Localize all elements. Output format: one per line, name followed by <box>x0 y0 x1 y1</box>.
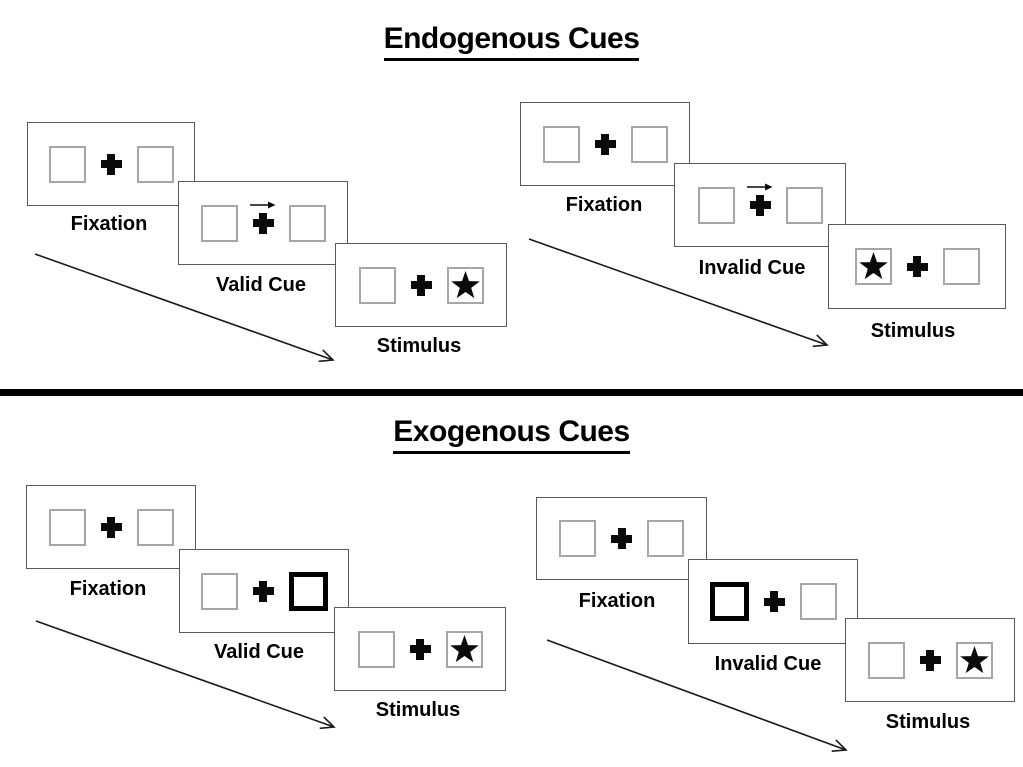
target-square-right <box>446 266 484 304</box>
step-label-stimulus: Stimulus <box>885 711 971 733</box>
fixation-cross-icon <box>906 256 928 277</box>
placeholder-square-left <box>559 520 596 557</box>
fixation-cross-icon <box>919 649 941 671</box>
section-title-exogenous-text: Exogenous Cues <box>393 415 630 454</box>
panel-exogenous-invalid-fixation <box>536 497 707 580</box>
step-label-stimulus: Stimulus <box>375 699 461 721</box>
step-label-stimulus: Stimulus <box>870 320 956 342</box>
fixation-cross-icon <box>611 528 632 549</box>
fixation-cross-icon <box>410 274 432 296</box>
placeholder-square-right <box>785 186 823 224</box>
target-star-icon <box>450 270 480 298</box>
panel-endogenous-valid-fixation <box>27 122 195 206</box>
placeholder-square-left <box>48 145 86 183</box>
target-star-icon <box>959 645 989 673</box>
timeline-arrow-exogenous-valid <box>35 620 336 730</box>
fixation-cross-icon <box>409 638 431 660</box>
fixation-cross-icon <box>250 201 276 234</box>
placeholder-square-right <box>136 508 174 546</box>
timeline-arrow-endogenous-invalid <box>528 238 829 348</box>
step-label-invalid-cue: Invalid Cue <box>714 653 822 675</box>
fixation-cross-icon <box>594 133 616 155</box>
placeholder-square-right <box>799 583 837 620</box>
panel-exogenous-valid-cue <box>179 549 349 633</box>
target-star-icon <box>858 252 888 280</box>
placeholder-square-left <box>357 630 395 668</box>
placeholder-square-left <box>358 266 396 304</box>
fixation-cross-icon <box>252 580 274 602</box>
fixation-cross-icon <box>747 183 773 216</box>
panel-exogenous-valid-fixation <box>26 485 196 569</box>
step-label-valid-cue: Valid Cue <box>215 274 307 296</box>
step-label-fixation: Fixation <box>70 213 148 235</box>
placeholder-square-left <box>200 572 238 610</box>
cue-arrow-icon <box>250 201 276 208</box>
placeholder-square-right <box>288 204 326 242</box>
cue-arrow-icon <box>747 183 773 190</box>
fixation-cross-icon <box>763 591 785 612</box>
placeholder-square-left <box>697 186 735 224</box>
target-star-icon <box>449 634 479 662</box>
section-title-endogenous: Endogenous Cues <box>0 22 1023 61</box>
step-label-invalid-cue: Invalid Cue <box>698 257 806 279</box>
section-divider <box>0 389 1023 396</box>
panel-exogenous-valid-stimulus <box>334 607 506 691</box>
placeholder-square-left <box>542 125 580 163</box>
step-label-stimulus: Stimulus <box>376 335 462 357</box>
placeholder-square-right <box>630 125 668 163</box>
panel-endogenous-valid-cue <box>178 181 348 265</box>
fixation-cross-icon <box>100 153 122 175</box>
panel-exogenous-invalid-cue <box>688 559 858 644</box>
placeholder-square-right <box>942 248 980 285</box>
panel-exogenous-invalid-stimulus <box>845 618 1015 702</box>
target-square-right <box>445 630 483 668</box>
section-title-endogenous-text: Endogenous Cues <box>383 22 640 61</box>
timeline-arrow-endogenous-valid <box>34 253 335 363</box>
panel-endogenous-invalid-cue <box>674 163 846 247</box>
placeholder-square-right <box>647 520 684 557</box>
placeholder-square-left <box>867 641 905 679</box>
panel-endogenous-valid-stimulus <box>335 243 507 327</box>
placeholder-square-left <box>200 204 238 242</box>
placeholder-square-right <box>136 145 174 183</box>
cue-highlight-square-left <box>709 582 749 621</box>
panel-endogenous-invalid-stimulus <box>828 224 1006 309</box>
cue-highlight-square-right <box>288 571 328 611</box>
placeholder-square-left <box>48 508 86 546</box>
step-label-valid-cue: Valid Cue <box>213 641 305 663</box>
step-label-fixation: Fixation <box>578 590 656 612</box>
target-square-right <box>955 641 993 679</box>
target-square-left <box>854 248 892 285</box>
section-title-exogenous: Exogenous Cues <box>0 415 1023 454</box>
step-label-fixation: Fixation <box>565 194 643 216</box>
panel-endogenous-invalid-fixation <box>520 102 690 186</box>
fixation-cross-icon <box>100 516 122 538</box>
step-label-fixation: Fixation <box>69 578 147 600</box>
